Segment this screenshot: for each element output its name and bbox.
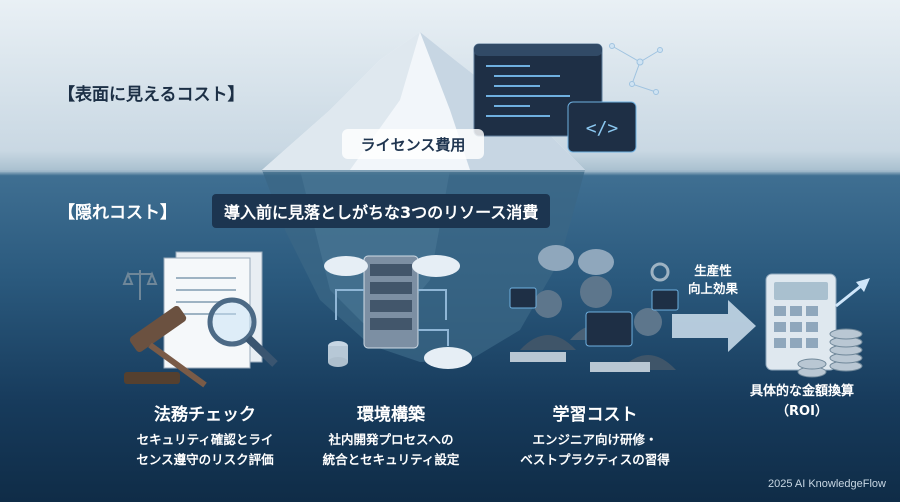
environment-setup-title: 環境構築 <box>357 405 425 425</box>
legal-check-desc-line1: セキュリティ確認とライ <box>136 432 274 447</box>
environment-setup-desc-line1: 社内開発プロセスへの <box>328 432 454 447</box>
environment-setup-desc: 社内開発プロセスへの 統合とセキュリティ設定 <box>281 430 501 470</box>
svg-text:</>: </> <box>586 118 619 139</box>
legal-check-desc-line2: センス遵守のリスク評価 <box>136 452 274 467</box>
footer-credit: 2025 AI KnowledgeFlow <box>767 478 886 490</box>
learning-cost-desc-line1: エンジニア向け研修・ <box>532 432 658 447</box>
legal-check-desc: セキュリティ確認とライ センス遵守のリスク評価 <box>95 430 315 470</box>
roi-label: 具体的な金額換算 （ROI） <box>732 382 872 422</box>
productivity-label-line2: 向上効果 <box>687 281 738 296</box>
roi-label-line1: 具体的な金額換算 <box>749 384 854 399</box>
learning-cost-desc-line2: ベストプラクティスの習得 <box>520 452 670 467</box>
environment-setup-desc-line2: 統合とセキュリティ設定 <box>322 452 460 467</box>
legal-check-title: 法務チェック <box>154 405 256 425</box>
productivity-label-line1: 生産性 <box>694 263 732 278</box>
roi-label-line2: （ROI） <box>776 404 828 419</box>
hidden-cost-subtitle: 導入前に見落としがちな3つのリソース消費 <box>212 194 551 228</box>
learning-cost-title: 学習コスト <box>552 405 638 425</box>
license-fee-label: ライセンス費用 <box>342 129 484 159</box>
surface-cost-label: 【表面に見えるコスト】 <box>58 85 245 105</box>
hidden-cost-label: 【隠れコスト】 <box>58 203 177 223</box>
productivity-arrow-label: 生産性 向上効果 <box>676 262 750 298</box>
learning-cost-desc: エンジニア向け研修・ ベストプラクティスの習得 <box>485 430 705 470</box>
